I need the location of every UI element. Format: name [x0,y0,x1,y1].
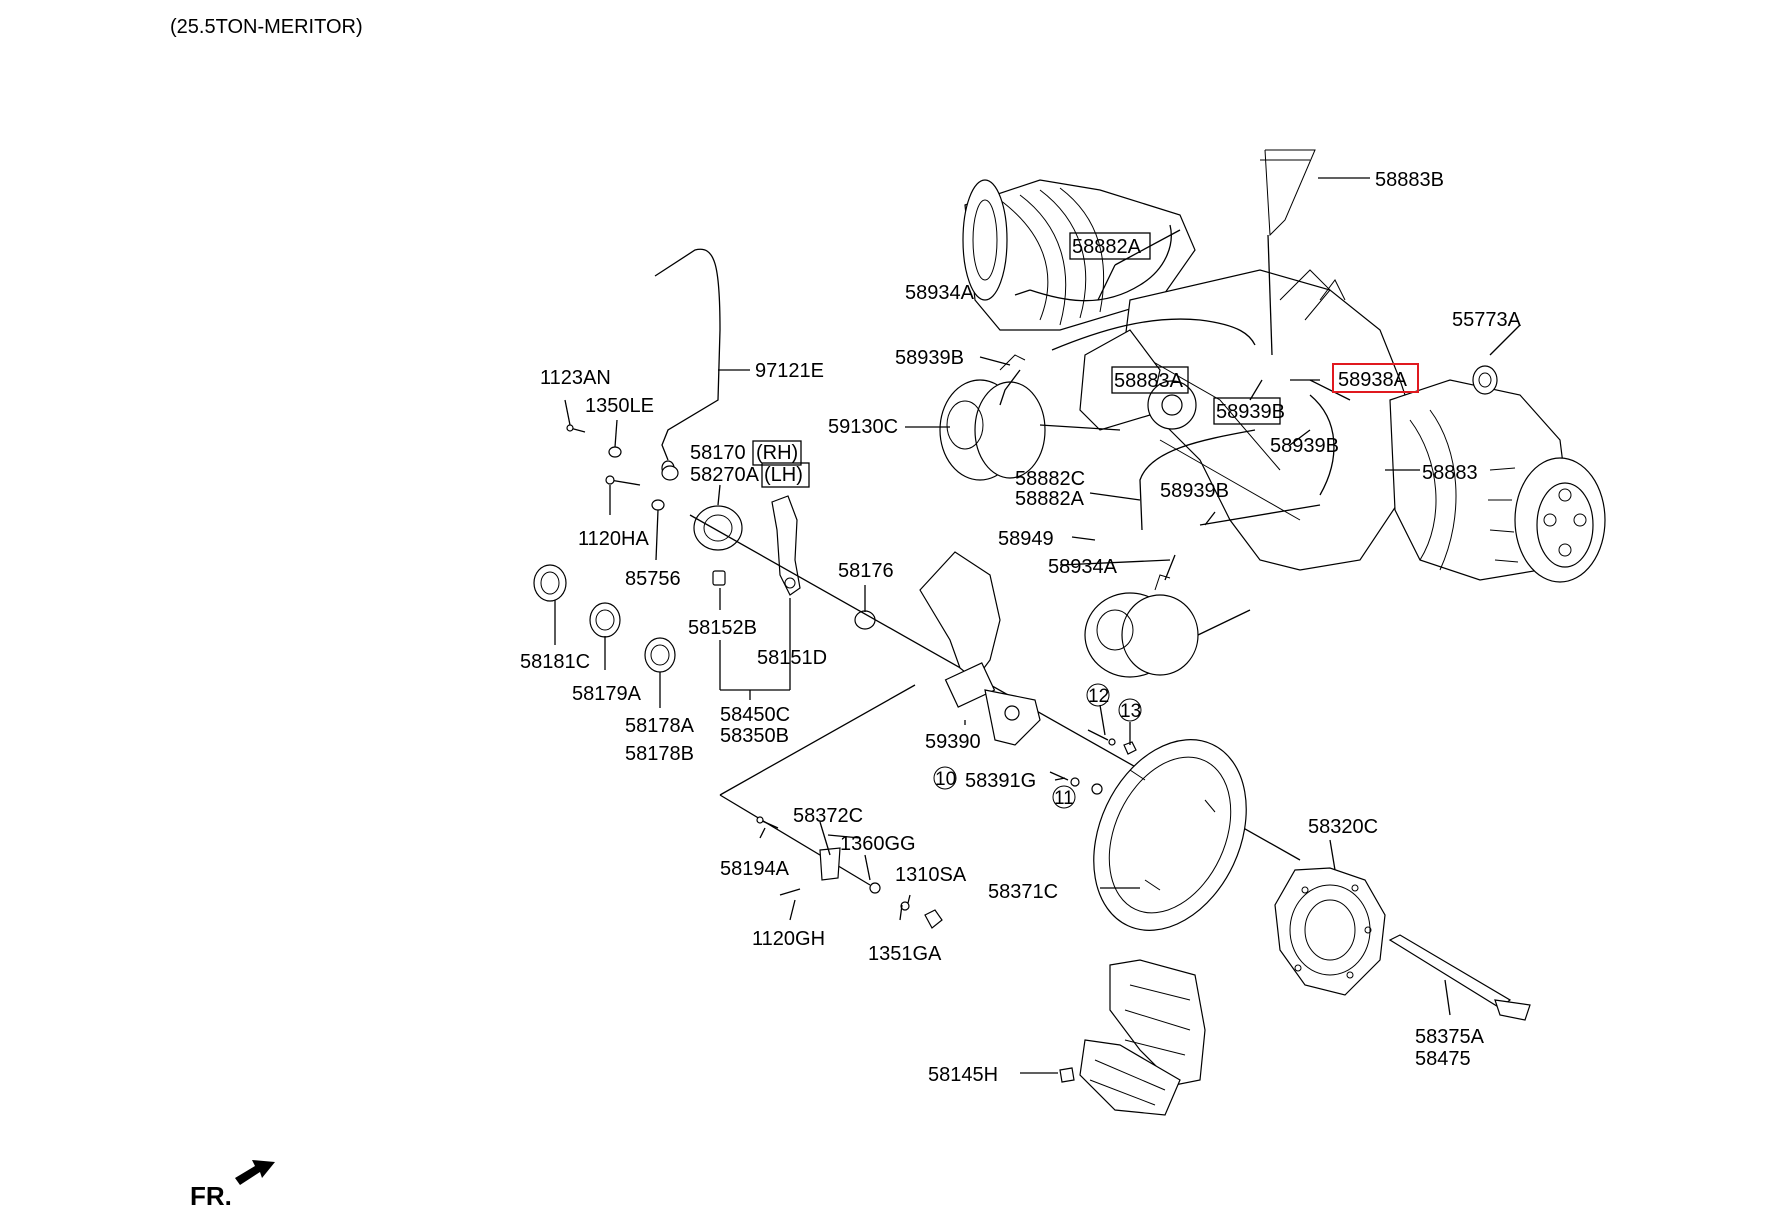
label-58270A-lh: (LH) [764,464,803,486]
label-1360GG[interactable]: 1360GG [840,833,916,855]
label-58475[interactable]: 58475 [1415,1048,1471,1070]
label-58170-rh: (RH) [756,442,798,464]
callout-circle-13 [1118,698,1142,722]
label-58391G[interactable]: 58391G [965,770,1036,792]
label-58882A-low[interactable]: 58882A [1015,488,1085,510]
label-85756[interactable]: 85756 [625,568,681,590]
label-58170[interactable]: 58170 [690,442,746,464]
label-58178B[interactable]: 58178B [625,743,694,765]
label-58883B[interactable]: 58883B [1375,169,1444,191]
label-58320C[interactable]: 58320C [1308,816,1378,838]
fr-label: FR. [190,1181,232,1211]
front-orientation-marker: FR. [190,1160,275,1211]
label-58934A-top[interactable]: 58934A [905,282,975,304]
label-58939B-mid[interactable]: 58939B [1216,401,1285,423]
label-58939B-right[interactable]: 58939B [1270,435,1339,457]
label-58938A[interactable]: 58938A [1338,369,1408,391]
slack-adjuster-parts [533,424,876,673]
label-58882A-top[interactable]: 58882A [1072,236,1142,258]
label-58939B-left[interactable]: 58939B [895,347,964,369]
label-58179A[interactable]: 58179A [572,683,642,705]
label-97121E[interactable]: 97121E [755,360,824,382]
label-box-lh [761,462,810,488]
brake-chamber-lower [1084,574,1251,678]
label-58270A[interactable]: 58270A [690,464,760,486]
callout-circle-10 [933,766,957,790]
label-58371C[interactable]: 58371C [988,881,1058,903]
label-58949[interactable]: 58949 [998,528,1054,550]
label-58176[interactable]: 58176 [838,560,894,582]
label-59390[interactable]: 59390 [925,731,981,753]
label-box-58882A [1069,232,1151,260]
label-58934A-low[interactable]: 58934A [1048,556,1118,578]
label-58151D[interactable]: 58151D [757,647,827,669]
label-box-58939B [1213,397,1281,425]
label-58145H[interactable]: 58145H [928,1064,998,1086]
air-hoses [999,149,1335,581]
label-1350LE[interactable]: 1350LE [585,395,654,417]
label-11[interactable]: 11 [1054,788,1074,809]
label-58194A[interactable]: 58194A [720,858,790,880]
highlight-box-58938A [1332,363,1419,393]
callout-circle-11 [1052,785,1076,809]
label-1120HA[interactable]: 1120HA [578,528,649,550]
label-13[interactable]: 13 [1120,701,1141,722]
label-10[interactable]: 10 [935,769,956,790]
camshaft-58375A [1388,934,1531,1021]
axle-housing-drawing [962,179,1606,583]
diagram-title: (25.5TON-MERITOR) [170,16,363,38]
reference-line-upper [719,684,916,796]
callout-circle-12 [1086,683,1110,707]
front-arrow-icon [235,1160,275,1185]
label-1310SA[interactable]: 1310SA [895,864,967,886]
label-58939B-low[interactable]: 58939B [1160,480,1229,502]
label-58350B[interactable]: 58350B [720,725,789,747]
label-55773A[interactable]: 55773A [1452,309,1522,331]
label-59130C[interactable]: 59130C [828,416,898,438]
label-box-58883A [1111,366,1189,394]
label-58152B[interactable]: 58152B [688,617,757,639]
label-1351GA[interactable]: 1351GA [868,943,942,965]
brake-spider-58320C [1274,867,1386,996]
reference-line-lower [719,794,871,886]
dust-shield-58371C [1093,739,1247,931]
label-58372C[interactable]: 58372C [793,805,863,827]
label-58375A[interactable]: 58375A [1415,1026,1485,1048]
camshaft-bracket-59390 [919,551,1041,746]
label-12[interactable]: 12 [1088,686,1109,707]
label-58181C[interactable]: 58181C [520,651,590,673]
brake-shoes-58145H [1079,959,1206,1116]
label-58883A[interactable]: 58883A [1114,370,1184,392]
label-1123AN[interactable]: 1123AN [540,367,611,389]
label-58450C[interactable]: 58450C [720,704,790,726]
fasteners [756,729,1137,1083]
part-labels: 58883B 58882A 58934A 55773A 58939B 58883… [520,169,1522,1086]
label-1120GH[interactable]: 1120GH [752,928,825,950]
label-58882C[interactable]: 58882C [1015,468,1085,490]
label-58883[interactable]: 58883 [1422,462,1478,484]
label-box-rh [752,440,802,466]
label-58178A[interactable]: 58178A [625,715,695,737]
leader-lines [554,177,1451,1074]
